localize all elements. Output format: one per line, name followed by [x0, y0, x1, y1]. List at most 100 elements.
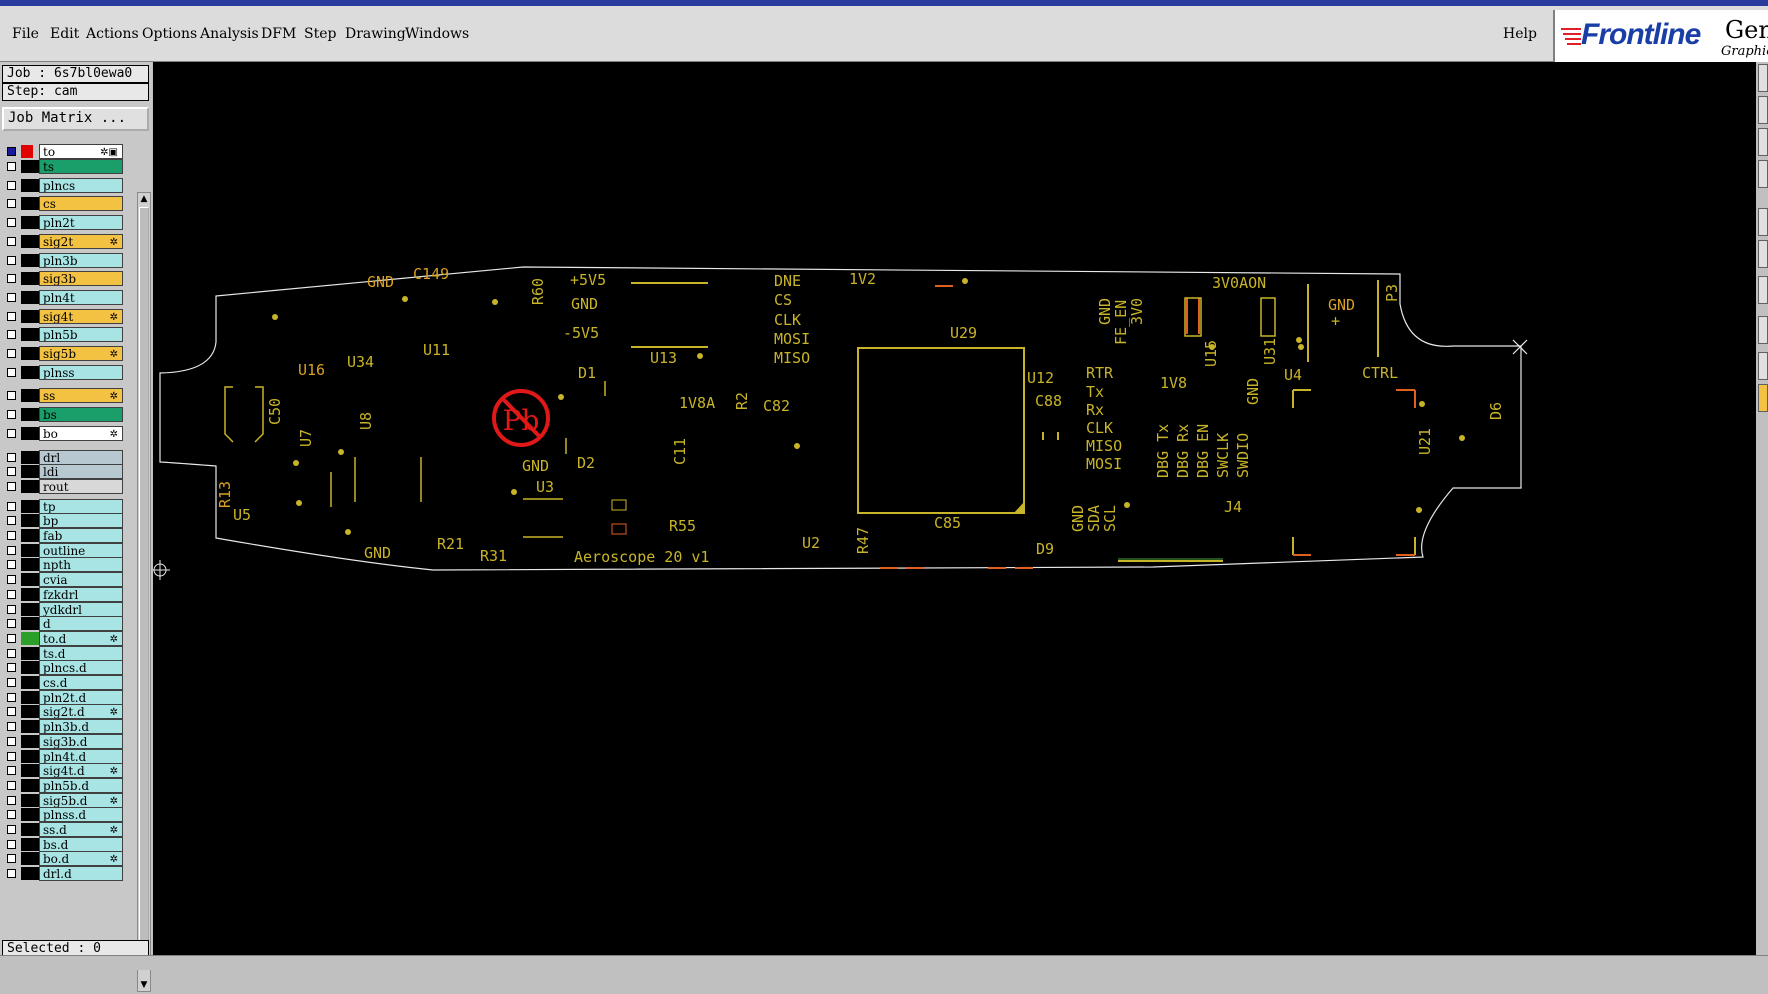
layer-row[interactable]: pln4t [4, 289, 123, 305]
layer-name[interactable]: sig5b✲ [39, 346, 123, 361]
layer-name[interactable]: bs.d [39, 836, 123, 852]
layer-row[interactable]: ss.d✲ [4, 822, 123, 837]
layer-checkbox[interactable] [7, 663, 16, 673]
layer-color-swatch[interactable] [21, 543, 39, 557]
layer-name[interactable]: ts.d [39, 645, 123, 661]
layer-row[interactable]: sig4t✲ [4, 308, 123, 324]
layer-name[interactable]: to.d✲ [39, 630, 123, 646]
layer-checkbox[interactable] [7, 199, 16, 209]
layer-checkbox[interactable] [7, 218, 16, 228]
layer-checkbox[interactable] [7, 349, 16, 358]
menu-actions[interactable]: Actions [86, 26, 139, 42]
layer-checkbox[interactable] [7, 575, 16, 585]
layer-name[interactable]: sig4t.d✲ [39, 763, 123, 779]
layer-checkbox[interactable] [7, 722, 16, 732]
layer-name[interactable]: pln2t [39, 215, 123, 231]
layer-row[interactable]: cvia [4, 572, 123, 588]
layer-name[interactable]: ts [39, 159, 123, 174]
layer-row[interactable]: bo✲ [4, 425, 123, 441]
layer-name[interactable]: to✲▣ [39, 144, 123, 159]
layer-name[interactable]: plnss.d [39, 807, 123, 823]
layer-row[interactable]: plnss [4, 364, 123, 380]
toolbar-button[interactable] [1758, 240, 1768, 268]
layer-row[interactable]: sig3b [4, 271, 123, 287]
layer-row[interactable]: bo.d✲ [4, 851, 123, 867]
scroll-up-arrow-icon[interactable]: ▲ [140, 194, 148, 204]
layer-row[interactable]: fzkdrl [4, 586, 123, 602]
layer-name[interactable]: sig3b.d [39, 733, 123, 749]
layer-color-swatch[interactable] [21, 778, 39, 792]
layer-row[interactable]: plnss.d [4, 807, 123, 823]
layer-color-swatch[interactable] [21, 234, 39, 248]
layer-name[interactable]: drl.d [39, 866, 123, 882]
layer-checkbox[interactable] [7, 589, 16, 599]
layer-checkbox[interactable] [7, 839, 16, 849]
layer-color-swatch[interactable] [21, 867, 39, 881]
layer-row[interactable]: sig2t.d✲ [4, 704, 123, 720]
layer-row[interactable]: npth [4, 557, 123, 573]
layer-checkbox[interactable] [7, 367, 16, 377]
layer-checkbox[interactable] [7, 410, 16, 420]
layer-checkbox[interactable] [7, 780, 16, 790]
menu-edit[interactable]: Edit [50, 26, 80, 42]
layer-list-scrollbar[interactable]: ▲ ▼ [137, 192, 151, 992]
layer-checkbox[interactable] [7, 255, 16, 265]
layer-checkbox[interactable] [7, 633, 16, 643]
scroll-down-arrow-icon[interactable]: ▼ [140, 980, 148, 990]
layer-color-swatch[interactable] [21, 646, 39, 660]
layer-checkbox[interactable] [7, 428, 16, 438]
layer-name[interactable]: bo.d✲ [39, 851, 123, 867]
layer-row[interactable]: to✲▣ [4, 144, 123, 159]
layer-row[interactable]: fab [4, 528, 123, 543]
layer-color-swatch[interactable] [21, 705, 39, 719]
layer-name[interactable]: tp [39, 498, 123, 514]
layer-color-swatch[interactable] [21, 558, 39, 572]
layer-checkbox[interactable] [7, 751, 16, 761]
layer-name[interactable]: rout [39, 478, 123, 494]
menu-options[interactable]: Options [142, 26, 198, 42]
layer-color-swatch[interactable] [21, 514, 39, 528]
layer-name[interactable]: cvia [39, 572, 123, 588]
layer-row[interactable]: sig3b.d [4, 733, 123, 749]
layer-name[interactable]: pln5b [39, 327, 123, 343]
layer-color-swatch[interactable] [21, 479, 39, 493]
layer-row[interactable]: cs.d [4, 675, 123, 690]
layer-row[interactable]: pln2t.d [4, 689, 123, 705]
layer-name[interactable]: sig2t.d✲ [39, 704, 123, 720]
layer-color-swatch[interactable] [21, 676, 39, 689]
layer-row[interactable]: plncs.d [4, 660, 123, 676]
layer-row[interactable]: pln3b.d [4, 719, 123, 735]
layer-name[interactable]: outline [39, 542, 123, 558]
layer-name[interactable]: sig5b.d✲ [39, 792, 123, 808]
layer-name[interactable]: ydkdrl [39, 601, 123, 617]
layer-name[interactable]: bo✲ [39, 425, 123, 441]
layer-color-swatch[interactable] [21, 529, 39, 542]
layer-color-swatch[interactable] [21, 272, 39, 286]
toolbar-button[interactable] [1758, 160, 1768, 188]
layer-checkbox[interactable] [7, 330, 16, 340]
toolbar-button[interactable] [1758, 96, 1768, 124]
layer-checkbox[interactable] [7, 274, 16, 284]
layer-color-swatch[interactable] [21, 365, 39, 379]
layer-color-swatch[interactable] [21, 347, 39, 360]
toolbar-button[interactable] [1758, 276, 1768, 304]
layer-row[interactable]: tp [4, 498, 123, 514]
layer-name[interactable]: bs [39, 407, 123, 423]
layer-row[interactable]: to.d✲ [4, 630, 123, 646]
layer-checkbox[interactable] [7, 391, 16, 401]
layer-color-swatch[interactable] [21, 408, 39, 422]
layer-row[interactable]: bs.d [4, 836, 123, 852]
layer-color-swatch[interactable] [21, 734, 39, 748]
layer-name[interactable]: plncs.d [39, 660, 123, 676]
menu-drawing[interactable]: Drawing [345, 26, 406, 42]
menu-step[interactable]: Step [304, 26, 337, 42]
layer-name[interactable]: ldi [39, 464, 123, 480]
layer-row[interactable]: d [4, 616, 123, 632]
layer-name[interactable]: sig3b [39, 271, 123, 287]
layer-checkbox[interactable] [7, 236, 16, 246]
layer-color-swatch[interactable] [21, 450, 39, 464]
layer-checkbox[interactable] [7, 516, 16, 526]
layer-checkbox[interactable] [7, 648, 16, 658]
layer-color-swatch[interactable] [21, 290, 39, 304]
layer-name[interactable]: pln4t [39, 289, 123, 305]
